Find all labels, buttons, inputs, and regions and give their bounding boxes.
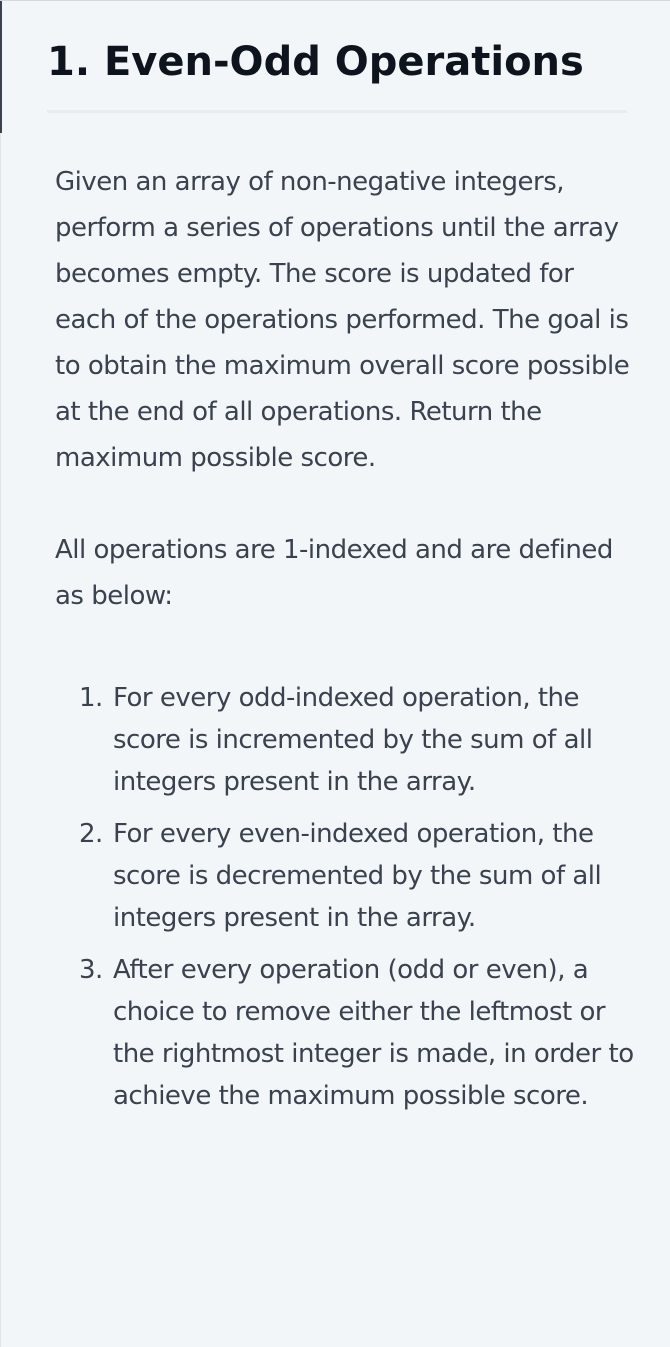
list-item: 1. For every odd-indexed operation, the … — [55, 677, 640, 803]
problem-title: 1. Even-Odd Operations — [47, 39, 584, 85]
list-item-number: 2. — [79, 819, 103, 849]
problem-header: 1. Even-Odd Operations — [47, 1, 627, 113]
list-item-text: For every odd-indexed operation, the sco… — [113, 683, 593, 797]
list-item: 2. For every even-indexed operation, the… — [55, 813, 640, 939]
list-item-number: 3. — [79, 955, 103, 985]
list-item-text: For every even-indexed operation, the sc… — [113, 819, 602, 933]
description-paragraph: Given an array of non-negative integers,… — [55, 167, 630, 473]
description-paragraph: All operations are 1-indexed and are def… — [55, 535, 613, 611]
list-item: 3. After every operation (odd or even), … — [55, 949, 640, 1117]
left-accent-rule — [0, 1, 2, 133]
left-panel-border — [0, 133, 1, 1347]
list-item-text: After every operation (odd or even), a c… — [113, 955, 634, 1111]
operations-list: 1. For every odd-indexed operation, the … — [55, 677, 640, 1117]
problem-description: Given an array of non-negative integers,… — [55, 159, 640, 1127]
list-item-number: 1. — [79, 683, 103, 713]
